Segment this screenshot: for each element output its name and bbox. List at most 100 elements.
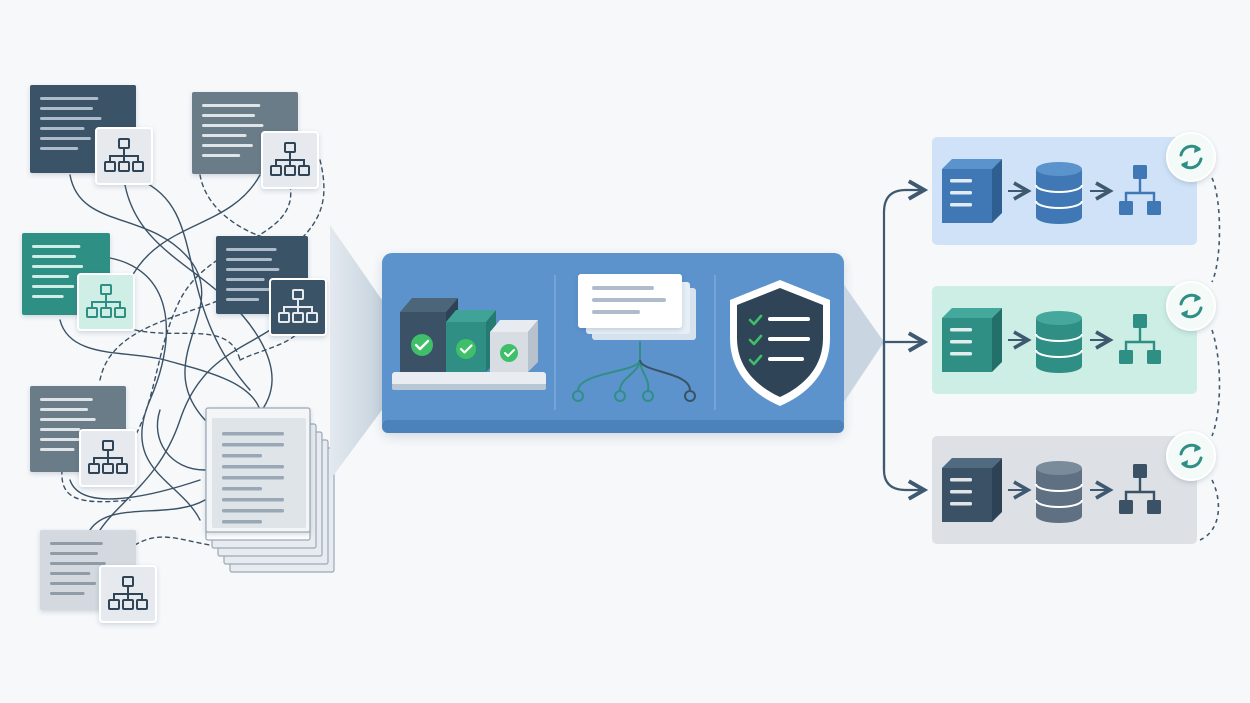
branch-connector <box>882 179 929 501</box>
text-line <box>32 245 81 248</box>
text-line <box>226 288 271 291</box>
source-document-card <box>192 92 319 189</box>
text-line <box>40 127 85 130</box>
text-line <box>222 476 284 480</box>
text-line <box>40 147 79 150</box>
source-document-card <box>40 530 157 623</box>
output-lane <box>932 431 1216 544</box>
text-line <box>222 487 262 491</box>
hierarchy-icon <box>1119 165 1161 215</box>
text-line <box>50 582 97 585</box>
connector-line <box>69 479 201 500</box>
text-line <box>202 154 241 157</box>
processing-hub <box>382 253 844 433</box>
hierarchy-icon <box>269 278 327 336</box>
text-line <box>222 520 262 524</box>
text-line <box>202 134 247 137</box>
text-line <box>32 285 75 288</box>
text-line <box>40 428 81 431</box>
connector-line <box>156 409 206 471</box>
text-line <box>50 592 85 595</box>
text-line <box>202 124 264 127</box>
connector-line <box>69 174 206 421</box>
text-line <box>202 114 255 117</box>
server-icon <box>942 159 1002 223</box>
source-document-card <box>22 233 135 331</box>
server-icon <box>942 308 1002 372</box>
connector-line <box>134 329 241 361</box>
document-branch-icon <box>572 274 696 402</box>
hierarchy-icon <box>79 429 137 487</box>
text-line <box>32 255 76 258</box>
text-line <box>222 509 284 513</box>
database-icon <box>1035 461 1083 523</box>
text-line <box>40 418 96 421</box>
funnel-shape <box>330 225 382 480</box>
text-line <box>226 298 260 301</box>
check-box-icon <box>392 298 546 390</box>
source-document-card <box>30 386 137 487</box>
connector-line <box>89 499 206 531</box>
text-line <box>222 432 284 436</box>
text-line <box>40 408 88 411</box>
text-line <box>40 107 93 110</box>
text-line <box>202 144 253 147</box>
hierarchy-icon <box>99 565 157 623</box>
text-line <box>50 562 106 565</box>
text-line <box>226 268 280 271</box>
source-document-card <box>30 85 153 185</box>
output-lane <box>932 132 1216 245</box>
text-line <box>222 454 262 458</box>
text-line <box>40 398 93 401</box>
hierarchy-icon <box>1119 314 1161 364</box>
database-icon <box>1035 311 1083 373</box>
sync-icon <box>1166 132 1216 182</box>
connector-line <box>299 159 325 241</box>
shield-checklist-icon <box>730 280 830 406</box>
sync-dashed-line <box>1199 177 1221 541</box>
text-line <box>226 248 277 251</box>
connector-line <box>134 536 211 546</box>
hierarchy-icon <box>261 131 319 189</box>
connector-line <box>239 329 301 361</box>
connector-line <box>109 184 292 471</box>
hierarchy-icon <box>95 127 153 185</box>
source-documents <box>22 85 327 623</box>
output-arrow <box>844 285 884 402</box>
text-line <box>222 443 284 447</box>
text-line <box>40 117 102 120</box>
text-line <box>222 465 284 469</box>
text-line <box>50 552 98 555</box>
server-icon <box>942 458 1002 522</box>
sync-icon <box>1166 431 1216 481</box>
sync-icon <box>1166 281 1216 331</box>
hierarchy-icon <box>1119 464 1161 514</box>
connector-line <box>61 469 131 503</box>
text-line <box>40 97 99 100</box>
text-line <box>32 295 64 298</box>
text-line <box>40 448 75 451</box>
connector-line <box>129 174 261 281</box>
text-line <box>32 275 69 278</box>
database-icon <box>1035 162 1083 224</box>
document-stack-icon <box>205 407 335 573</box>
output-lane <box>932 281 1216 394</box>
connector-line <box>99 299 221 381</box>
text-line <box>50 572 91 575</box>
tangled-connection-lines <box>59 159 325 546</box>
text-line <box>50 542 103 545</box>
source-document-card <box>216 236 327 336</box>
text-line <box>202 104 261 107</box>
connector-line <box>99 329 271 531</box>
hierarchy-icon <box>77 273 135 331</box>
text-line <box>222 498 284 502</box>
text-line <box>40 137 91 140</box>
text-line <box>32 265 84 268</box>
text-line <box>226 258 272 261</box>
output-lanes <box>932 132 1216 544</box>
text-line <box>226 278 265 281</box>
connector-line <box>59 319 261 411</box>
text-line <box>40 438 87 441</box>
